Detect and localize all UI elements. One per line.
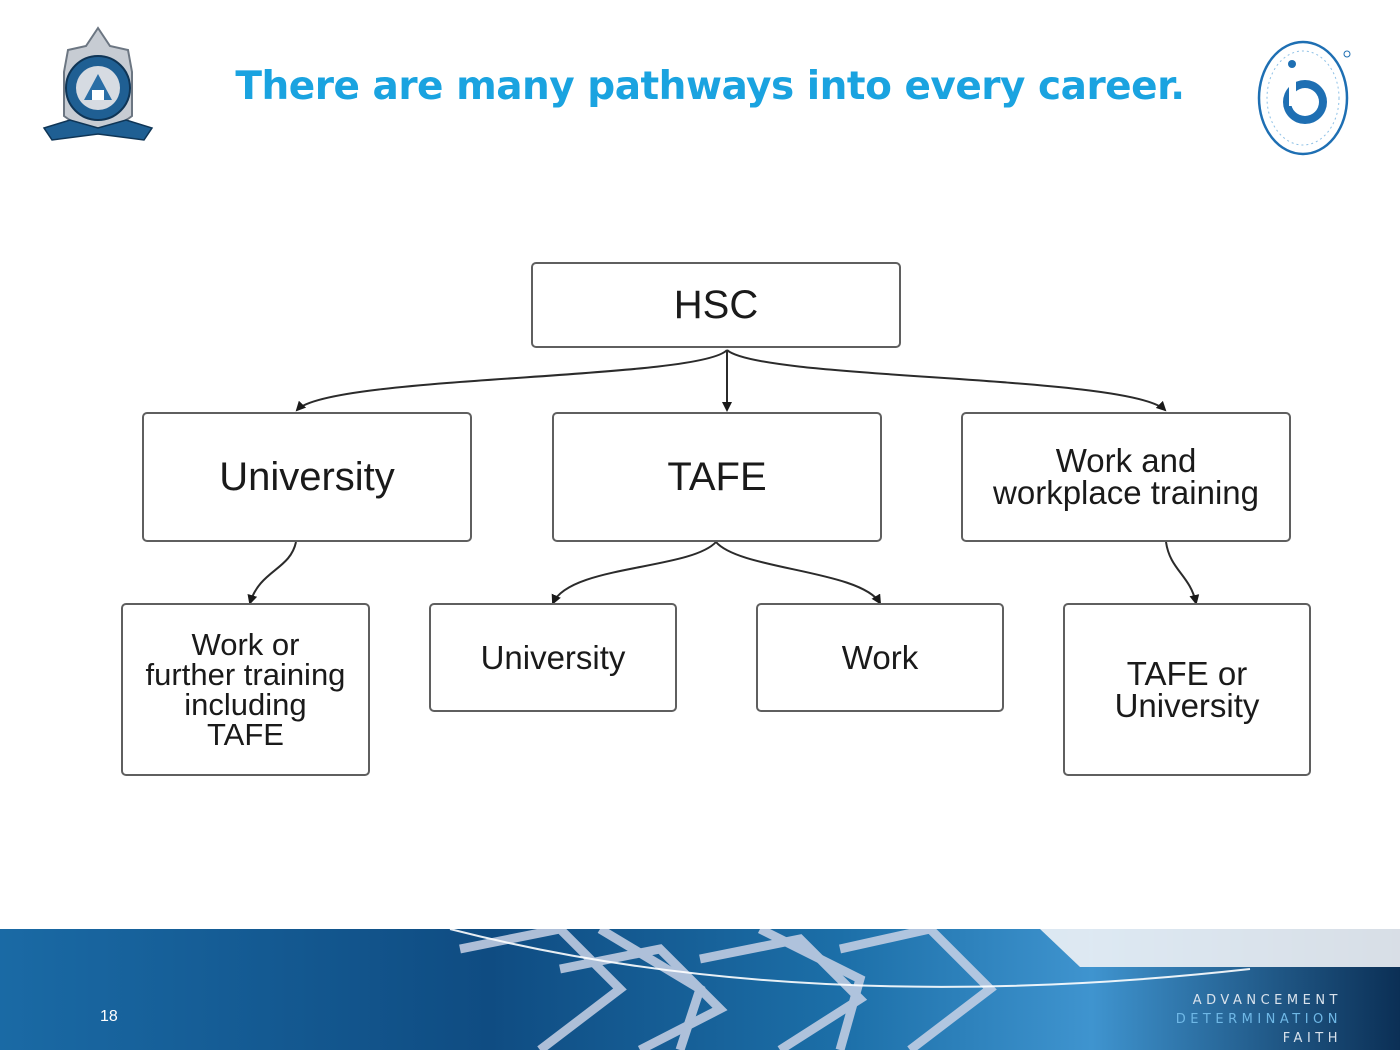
ib-world-school-logo <box>1257 40 1351 156</box>
node-further-training: Work or further training including TAFE <box>121 603 370 776</box>
node-work: Work <box>756 603 1004 712</box>
arrow-hsc-university <box>295 349 728 412</box>
school-crest-logo <box>42 26 154 141</box>
arrow-university-further <box>247 541 297 605</box>
node-university-2-label: University <box>480 638 626 676</box>
node-work-training-line1: Work and <box>1055 442 1197 479</box>
node-work-training-line2: workplace training <box>993 474 1259 511</box>
node-further-training-line3: including <box>184 686 307 722</box>
motto-determination: DETERMINATION <box>1175 1012 1342 1027</box>
node-tafe-or-university-line2: University <box>1114 686 1260 724</box>
page-number: 18 <box>100 1008 118 1025</box>
node-work-training: Work and workplace training <box>961 412 1291 542</box>
node-further-training-line2: further training <box>145 656 346 692</box>
node-work-label: Work <box>841 638 919 676</box>
node-further-training-line4: TAFE <box>207 716 284 752</box>
node-tafe-or-university-line1: TAFE or <box>1126 654 1248 692</box>
arrow-hsc-work-training <box>726 349 1167 412</box>
diagram-connectors <box>247 349 1200 605</box>
node-tafe-label: TAFE <box>667 455 767 499</box>
node-university-2: University <box>429 603 677 712</box>
pathways-diagram: HSC University TAFE Work and workplace t… <box>121 262 1311 776</box>
node-hsc-label: HSC <box>673 283 759 327</box>
node-tafe: TAFE <box>552 412 882 542</box>
node-hsc: HSC <box>531 262 901 348</box>
arrow-worktraining-tafeuni <box>1165 541 1200 605</box>
node-further-training-line1: Work or <box>191 626 300 662</box>
motto-faith: FAITH <box>1282 1031 1342 1046</box>
node-university-label: University <box>219 455 395 499</box>
slide-title: There are many pathways into every caree… <box>235 64 1185 109</box>
motto-advancement: ADVANCEMENT <box>1192 993 1342 1008</box>
node-university: University <box>142 412 472 542</box>
arrow-tafe-work <box>715 541 882 605</box>
footer-banner <box>0 929 1400 1050</box>
node-tafe-or-university: TAFE or University <box>1063 603 1311 776</box>
arrow-tafe-university <box>551 541 717 605</box>
